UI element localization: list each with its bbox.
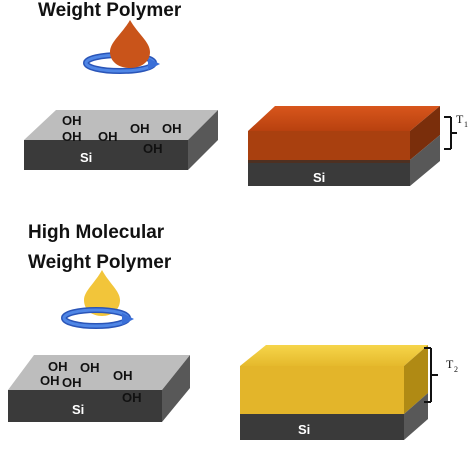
bottom-polymer-droplet-icon [84, 270, 120, 316]
bottom-coated-substrate [240, 345, 428, 440]
top-bare-si-label: Si [80, 150, 92, 165]
bottom-oh-label-5: OH [62, 375, 82, 390]
top-oh-label-4: OH [62, 129, 82, 144]
bottom-title-line1: High Molecular [28, 222, 165, 243]
bottom-bare-si-label: Si [72, 402, 84, 417]
top-oh-label-3: OH [162, 121, 182, 136]
top-bare-substrate [24, 110, 218, 170]
top-oh-label-2: OH [130, 121, 150, 136]
bottom-coated-si-label: Si [298, 422, 310, 437]
bottom-thickness-label: T [446, 357, 454, 371]
bottom-oh-label-3: OH [40, 373, 60, 388]
top-oh-label-6: OH [143, 141, 163, 156]
bottom-oh-label-1: OH [48, 359, 68, 374]
bottom-oh-label-4: OH [113, 368, 133, 383]
top-coated-si-label: Si [313, 170, 325, 185]
top-polymer-droplet-icon [110, 20, 150, 68]
top-thickness-bracket [444, 116, 457, 150]
bottom-thickness-subscript: 2 [454, 365, 458, 374]
top-title: Weight Polymer [38, 0, 182, 21]
bottom-title-line2: Weight Polymer [28, 252, 172, 273]
bottom-thickness-bracket [424, 347, 438, 403]
top-coated-substrate [248, 106, 440, 186]
top-thickness-label: T [456, 112, 464, 126]
top-oh-label-1: OH [62, 113, 82, 128]
top-oh-label-5: OH [98, 129, 118, 144]
bottom-oh-label-2: OH [80, 360, 100, 375]
bottom-oh-label-6: OH [122, 390, 142, 405]
top-thickness-subscript: 1 [464, 120, 468, 129]
bottom-bare-substrate [8, 355, 190, 422]
bottom-spin-arrow-icon [61, 307, 134, 329]
